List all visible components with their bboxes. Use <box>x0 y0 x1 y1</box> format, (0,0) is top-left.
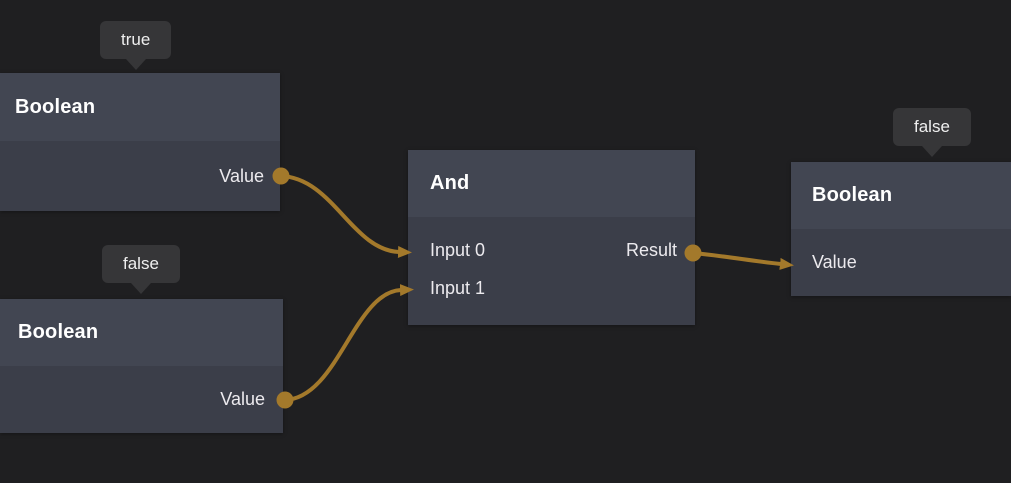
connection-wire-bool2-to-and[interactable] <box>284 284 414 402</box>
node-header[interactable]: Boolean <box>0 299 283 366</box>
output-port-dot-and-result[interactable] <box>684 244 702 262</box>
node-title: Boolean <box>18 321 99 343</box>
value-tooltip: false <box>102 245 180 283</box>
input-port-label: Value <box>812 252 857 272</box>
node-body: Input 0 Result Input 1 <box>408 217 695 325</box>
input-port-label: Input 0 <box>430 239 486 260</box>
node-boolean-result[interactable]: Boolean Value <box>791 162 1011 296</box>
tooltip-text: true <box>121 30 151 49</box>
node-and[interactable]: And Input 0 Result Input 1 <box>408 150 695 325</box>
node-body: Value <box>0 141 280 211</box>
connection-wire-and-to-bool3[interactable] <box>692 251 794 270</box>
node-boolean-false[interactable]: Boolean Value <box>0 299 283 433</box>
node-header[interactable]: And <box>408 150 695 217</box>
node-header[interactable]: Boolean <box>791 162 1011 229</box>
output-port-label: Result <box>625 239 677 260</box>
node-title: And <box>430 172 470 194</box>
tooltip-text: false <box>123 254 159 273</box>
node-title: Boolean <box>812 184 893 206</box>
tooltip-text: false <box>914 117 950 136</box>
value-tooltip: true <box>100 21 172 59</box>
output-port-label: Value <box>219 165 264 186</box>
node-body: Value <box>0 366 283 433</box>
output-port-label: Value <box>220 389 265 409</box>
input-port-label: Input 1 <box>430 277 486 298</box>
connection-wire-bool1-to-and[interactable] <box>280 174 412 258</box>
node-body: Value <box>791 229 1011 296</box>
value-tooltip: false <box>893 108 971 146</box>
node-header[interactable]: Boolean <box>0 73 280 141</box>
node-title: Boolean <box>15 95 96 118</box>
node-boolean-true[interactable]: Boolean Value <box>0 73 280 211</box>
output-port-dot-bool1-value[interactable] <box>272 167 290 185</box>
output-port-dot-bool2-value[interactable] <box>276 391 294 409</box>
